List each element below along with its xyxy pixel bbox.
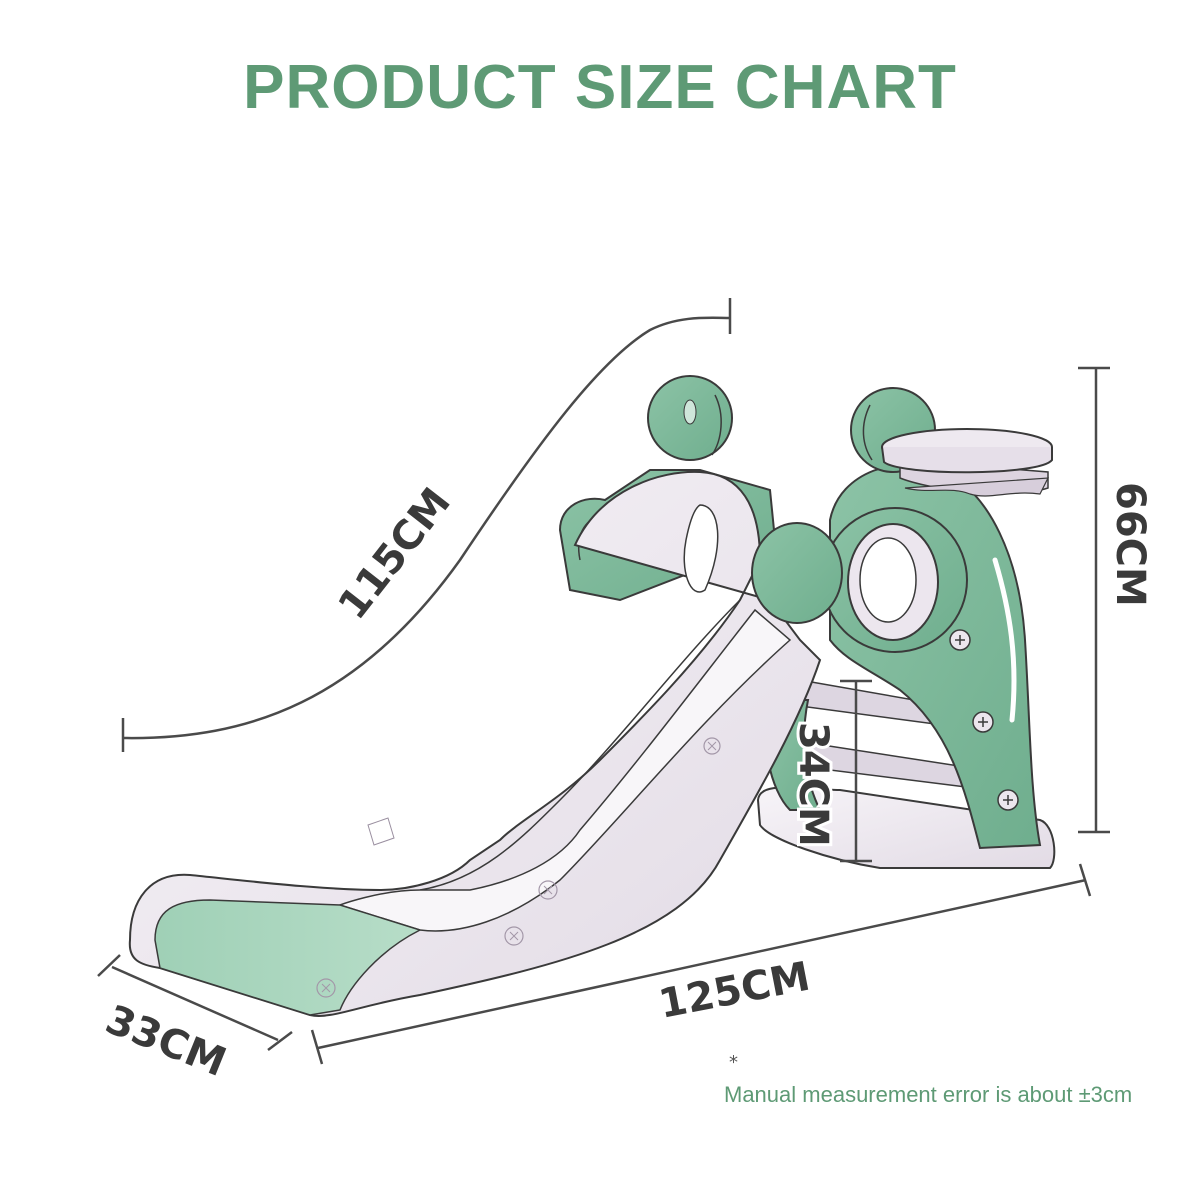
dimension-lines [97, 298, 1110, 1065]
screw-icon [538, 880, 558, 900]
slide-body [128, 470, 822, 1017]
total-height-label: 66CM [1107, 482, 1153, 607]
screw-icon [316, 978, 336, 998]
measurement-note: Manual measurement error is about ±3cm [724, 1082, 1133, 1107]
total-length-label: 125CM [655, 954, 814, 1028]
total-length-line [317, 878, 1087, 1050]
slide-length-line [122, 316, 731, 740]
screw-icon [703, 737, 721, 755]
basketball-hoop [881, 428, 1053, 497]
page-title: PRODUCT SIZE CHART [243, 53, 957, 122]
front-ear [751, 522, 843, 624]
screw-icon [504, 926, 524, 946]
note-marker: * [729, 1052, 738, 1073]
width-line [111, 965, 279, 1042]
ladder-frame [756, 387, 1056, 869]
screw-icon [972, 711, 994, 733]
screw-icon [949, 629, 971, 651]
screw-icon [997, 789, 1019, 811]
slide-length-label: 115CM [330, 480, 460, 629]
platform-height-label: 34CM [790, 722, 836, 847]
